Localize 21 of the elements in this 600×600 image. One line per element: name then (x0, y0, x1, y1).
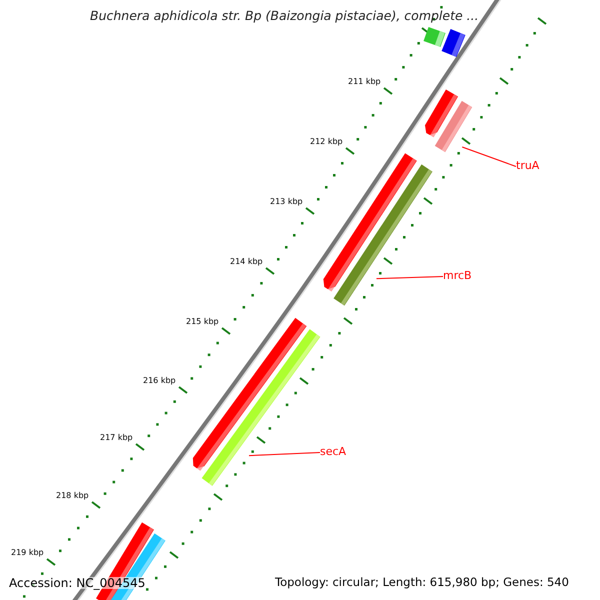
leader-line (376, 276, 444, 280)
title: Buchnera aphidicola str. Bp (Baizongia pistaciae), complete ... (90, 10, 479, 22)
scale-label: 213 kbp (270, 198, 303, 206)
scale-label: 215 kbp (186, 318, 219, 326)
scale-label: 216 kbp (143, 377, 176, 385)
gene-label: truA (516, 160, 540, 171)
scale-label: 219 kbp (11, 549, 44, 557)
gene-bar (334, 164, 432, 306)
gene-label: secA (320, 446, 346, 457)
footer-text: Accession: NC_004545 (9, 577, 146, 589)
scale-label: 218 kbp (56, 492, 89, 500)
scale-label: 214 kbp (230, 258, 263, 266)
gene-bar (434, 100, 472, 152)
scale-label: 217 kbp (100, 434, 133, 442)
gene-bar (202, 329, 320, 486)
scale-label: 212 kbp (310, 138, 343, 146)
scale-label: 211 kbp (348, 78, 381, 86)
footer-text: Topology: circular; Length: 615,980 bp; Genes: 540 (275, 577, 569, 588)
leader-line (248, 452, 320, 456)
leader-line (462, 146, 516, 167)
gene-label: mrcB (443, 270, 472, 281)
